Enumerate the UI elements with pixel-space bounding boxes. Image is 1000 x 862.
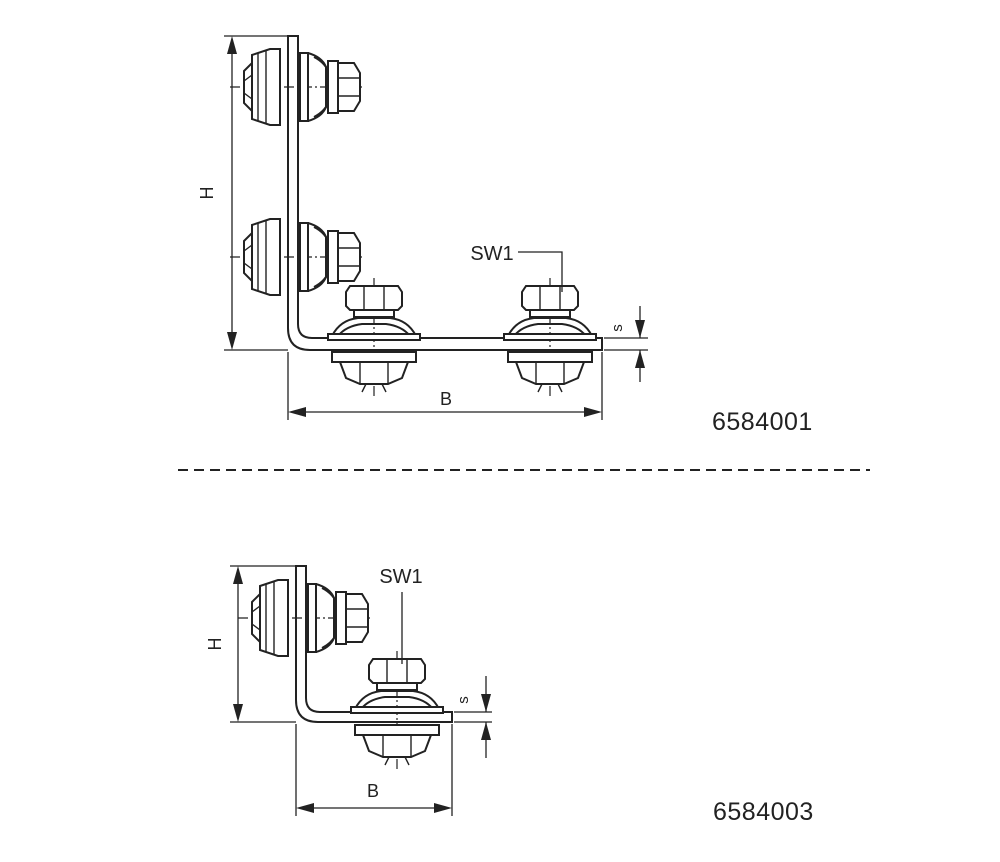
- wrench-size-callout: SW1: [470, 243, 563, 292]
- dimension-b: B: [287, 352, 603, 420]
- fastener-bottom-right: [503, 277, 597, 397]
- drawing-6584003: H B s SW1: [205, 565, 492, 816]
- part-number-6584003: 6584003: [713, 798, 814, 826]
- dimension-h-label: H: [197, 187, 217, 200]
- wrench-size-label: SW1: [470, 243, 513, 265]
- angle-bracket-outline: [287, 35, 603, 351]
- dimension-s: s: [604, 306, 648, 382]
- dimension-s-label: s: [609, 324, 626, 332]
- part-number-6584001: 6584001: [712, 408, 813, 436]
- dimension-s: s: [454, 676, 492, 758]
- dimension-b-label: B: [367, 781, 379, 801]
- dimension-s-label: s: [455, 696, 472, 704]
- drawing-6584001: H B s SW1: [197, 35, 648, 420]
- wrench-size-label: SW1: [379, 566, 422, 588]
- angle-bracket-outline: [295, 565, 453, 723]
- dimension-b: B: [295, 724, 453, 816]
- dimension-h-label: H: [205, 638, 225, 651]
- fastener-bottom-left: [327, 277, 421, 397]
- dimension-h: H: [197, 35, 288, 351]
- fastener-upper: [237, 579, 371, 657]
- fastener-bottom: [350, 650, 444, 770]
- fastener-middle: [229, 218, 363, 296]
- dimension-b-label: B: [440, 389, 452, 409]
- wrench-size-callout: SW1: [379, 566, 423, 664]
- dimension-h: H: [205, 565, 296, 723]
- fastener-upper: [229, 48, 363, 126]
